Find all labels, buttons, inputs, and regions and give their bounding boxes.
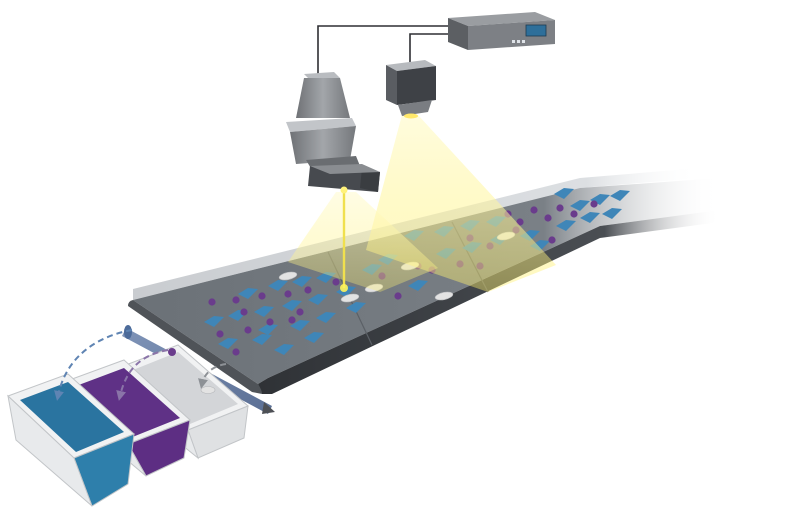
- blue-flake: [602, 208, 622, 219]
- blue-flake: [252, 334, 272, 345]
- blue-flake: [254, 306, 274, 317]
- blue-flake: [204, 316, 224, 327]
- purple-pellet: [244, 326, 252, 334]
- purple-pellet: [556, 204, 564, 212]
- purple-pellet: [394, 292, 402, 300]
- purple-pellet: [590, 200, 598, 208]
- purple-pellet: [544, 214, 552, 222]
- blue-flake: [580, 212, 600, 223]
- blue-flake: [346, 302, 366, 313]
- purple-pellet: [516, 218, 524, 226]
- purple-pellet: [296, 308, 304, 316]
- blue-flake: [610, 190, 630, 201]
- white-pill: [434, 291, 454, 301]
- conveyor-roller: [128, 300, 262, 394]
- blue-flake: [218, 338, 238, 349]
- laser-camera-lens: [340, 186, 348, 194]
- blue-flake: [304, 332, 324, 343]
- blue-flake: [308, 294, 328, 305]
- laser-camera: [286, 72, 380, 194]
- controller-buttons: [512, 40, 525, 43]
- spectral-camera-lens: [404, 113, 418, 119]
- blue-flake: [556, 220, 576, 231]
- controller-display: [525, 24, 547, 37]
- purple-pellet: [258, 292, 266, 300]
- controller-cables: [317, 25, 452, 76]
- blue-flake: [268, 280, 288, 291]
- purple-pellet: [266, 318, 274, 326]
- purple-pellet: [284, 290, 292, 298]
- blue-flake: [316, 312, 336, 323]
- blue-flake: [292, 276, 312, 287]
- ejected-white-pill: [200, 386, 216, 394]
- arrow-to-purple-bin: [116, 349, 169, 401]
- arrow-to-blue-bin: [54, 329, 133, 401]
- blue-flake: [570, 200, 590, 211]
- conveyor-side: [258, 210, 720, 394]
- purple-pellet: [240, 308, 248, 316]
- purple-pellet: [530, 206, 538, 214]
- blue-flake: [554, 188, 574, 199]
- purple-pellet: [208, 298, 216, 306]
- white-pill: [340, 293, 360, 303]
- purple-pellet: [332, 278, 340, 286]
- purple-pellet: [232, 296, 240, 304]
- purple-pellet: [216, 330, 224, 338]
- blue-flake: [238, 288, 258, 299]
- ejected-purple-pellet: [168, 348, 176, 356]
- purple-pellet: [304, 286, 312, 294]
- spectral-camera: [386, 60, 436, 119]
- white-pill: [278, 271, 298, 281]
- laser-light-fan: [288, 192, 438, 292]
- arrow-to-gray-bin: [198, 363, 227, 389]
- purple-pellet: [232, 348, 240, 356]
- blue-flake: [258, 324, 278, 335]
- bin-blue: [7, 373, 135, 507]
- controller-unit: [448, 12, 555, 50]
- conveyor-back-rail: [133, 168, 700, 300]
- purple-pellet: [288, 316, 296, 324]
- purple-pellet: [570, 210, 578, 218]
- laser-spot: [340, 284, 348, 292]
- blue-flake: [408, 280, 428, 291]
- blue-flake: [336, 286, 356, 297]
- blue-flake: [282, 300, 302, 311]
- purple-pellet: [548, 236, 556, 244]
- trajectory-arrows: [54, 329, 227, 401]
- blue-flake: [274, 344, 294, 355]
- blue-flake: [290, 320, 310, 331]
